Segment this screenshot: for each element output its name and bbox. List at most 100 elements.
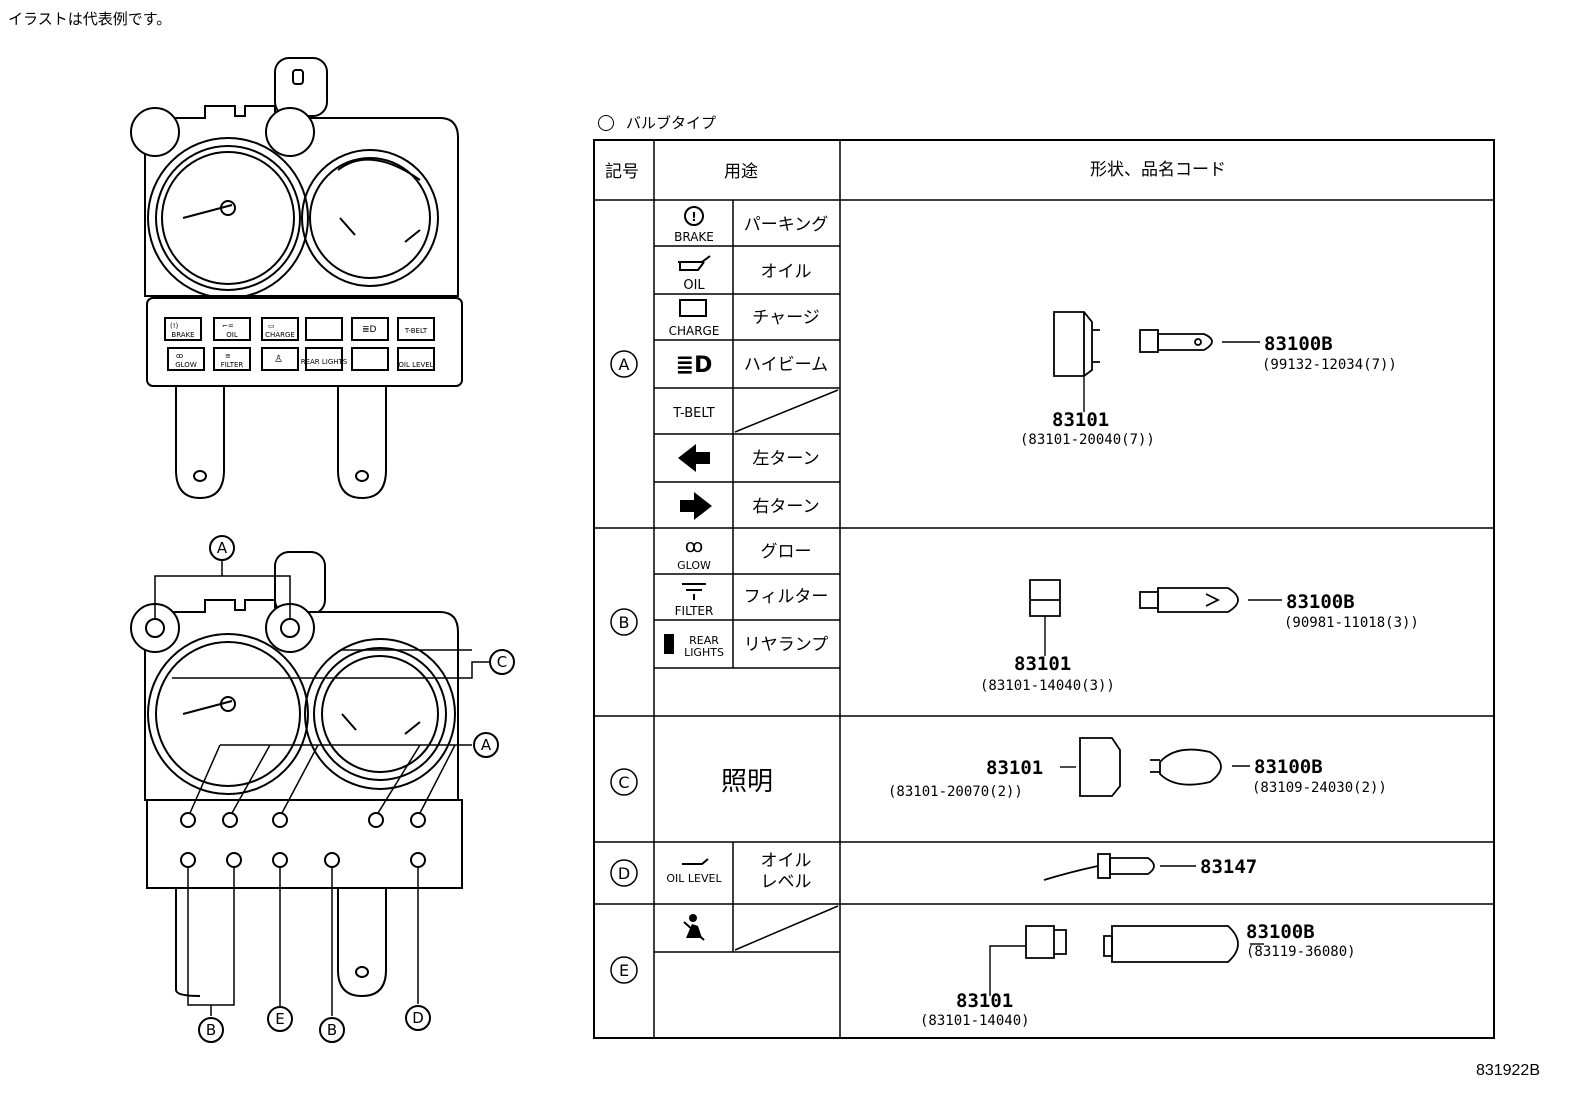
part-code: (99132-12034(7)): [1262, 357, 1397, 373]
part-number: 83101: [956, 990, 1013, 1012]
svg-text:⌐=: ⌐=: [222, 322, 234, 330]
usage-label: グロー: [761, 542, 812, 562]
left-turn-icon: [678, 444, 710, 472]
callout-b-right: [319, 1017, 345, 1043]
row-symbol: B: [619, 613, 630, 632]
callout-c: [489, 649, 515, 675]
svg-text:≣D: ≣D: [676, 353, 713, 378]
bulb-e-drawing: [1103, 925, 1264, 963]
legend-label: バルブタイプ: [626, 114, 717, 132]
header-shape: 形状、品名コード: [1090, 160, 1226, 180]
svg-text:♙: ♙: [274, 354, 283, 365]
row-symbol: D: [618, 864, 630, 883]
row-symbol: A: [619, 355, 630, 374]
oil-icon: OIL: [678, 255, 711, 293]
socket-a-drawing: [1053, 311, 1100, 412]
right-turn-icon: [680, 492, 712, 520]
part-number: 83101: [986, 757, 1043, 779]
usage-label: オイル: [761, 262, 812, 282]
row-symbol: E: [619, 961, 629, 980]
callout-a-top: [209, 535, 235, 561]
part-number: 83100B: [1254, 756, 1323, 778]
part-number: 83101: [1052, 409, 1109, 431]
svg-text:≣D: ≣D: [362, 325, 377, 335]
usage-label: ハイビーム: [744, 355, 828, 375]
part-code: (90981-11018(3)): [1284, 615, 1419, 631]
socket-e-drawing: [989, 925, 1067, 996]
row-symbol: C: [618, 773, 629, 792]
cluster-diagram: BRAKE OIL CHARGE T-BELT GLOW FILTER REAR…: [130, 57, 515, 1043]
callout-d: [405, 1005, 431, 1031]
panel-indicator: REAR LIGHTS: [301, 358, 348, 366]
bulb-a-drawing: [1139, 329, 1260, 353]
bulb-b-drawing: [1139, 587, 1282, 613]
seatbelt-icon: [683, 914, 705, 941]
header-usage: 用途: [724, 162, 758, 182]
panel-indicator: FILTER: [221, 361, 244, 369]
part-code: (83101-20070(2)): [888, 784, 1023, 800]
callout-a-right: [473, 732, 499, 758]
usage-label: フィルター: [744, 587, 829, 607]
svg-text:≡: ≡: [225, 352, 231, 360]
svg-text:OIL LEVEL: OIL LEVEL: [666, 872, 722, 885]
usage-label: リヤランプ: [744, 635, 829, 655]
svg-text:REAR: REAR: [689, 634, 719, 647]
part-code: (83101-14040): [920, 1013, 1030, 1029]
usage-label: チャージ: [752, 308, 820, 328]
part-code: (83109-24030(2)): [1252, 780, 1387, 796]
panel-indicator: OIL LEVEL: [398, 361, 433, 369]
part-code: (83101-20040(7)): [1020, 432, 1155, 448]
callout-letter: B: [206, 1021, 216, 1039]
socket-b-drawing: [1029, 579, 1061, 656]
battery-icon: CHARGE: [669, 299, 720, 338]
cluster-rear-view: [130, 551, 490, 1016]
svg-text:BRAKE: BRAKE: [674, 230, 714, 244]
panel-indicator: BRAKE: [171, 331, 194, 339]
bulb-c-drawing: [1150, 748, 1250, 786]
illustration-caption: イラストは代表例です。: [8, 10, 172, 28]
svg-text:▭: ▭: [268, 322, 275, 330]
panel-indicator: GLOW: [175, 361, 197, 369]
svg-text:ꝏ: ꝏ: [685, 536, 703, 557]
callout-e: [267, 1006, 293, 1032]
filter-icon: FILTER: [675, 583, 714, 618]
callout-letter: C: [497, 653, 507, 671]
high-beam-icon: ≣D: [676, 353, 713, 378]
callout-letter: A: [217, 539, 228, 557]
callout-letter: A: [481, 736, 492, 754]
svg-text:CHARGE: CHARGE: [669, 324, 720, 338]
rear-lights-icon: REAR LIGHTS: [664, 634, 724, 659]
part-number: 83101: [1014, 653, 1071, 675]
t-belt-label: T-BELT: [672, 406, 715, 421]
svg-text:GLOW: GLOW: [677, 559, 711, 572]
part-code: (83101-14040(3)): [980, 678, 1115, 694]
callout-letter: D: [412, 1009, 424, 1027]
svg-text:(!): (!): [170, 322, 179, 330]
callout-b-left: [198, 1017, 224, 1043]
svg-text:!: !: [691, 210, 696, 224]
brake-icon: ! BRAKE: [674, 206, 714, 244]
usage-label: 照明: [721, 767, 773, 797]
part-code: (83119-36080): [1246, 944, 1356, 960]
usage-label: レベル: [761, 872, 812, 892]
panel-indicator: CHARGE: [265, 331, 295, 339]
circle-icon: [598, 114, 614, 131]
socket-c-drawing: [1060, 737, 1121, 797]
cluster-front-view: [130, 57, 463, 500]
svg-text:FILTER: FILTER: [675, 604, 714, 618]
callout-letter: E: [275, 1010, 284, 1028]
panel-indicator: OIL: [226, 331, 238, 339]
glow-plug-icon: ꝏ GLOW: [677, 536, 711, 572]
bulb-d-drawing: [1043, 853, 1196, 881]
svg-text:OIL: OIL: [683, 278, 705, 293]
legend: バルブタイプ: [598, 112, 716, 133]
callout-letter: B: [327, 1021, 337, 1039]
panel-indicator: T-BELT: [404, 327, 428, 335]
svg-text:ꝏ: ꝏ: [176, 352, 183, 360]
oil-level-icon: OIL LEVEL: [666, 858, 722, 885]
usage-label: 左ターン: [752, 449, 819, 469]
usage-label: パーキング: [744, 215, 829, 235]
svg-text:LIGHTS: LIGHTS: [684, 646, 724, 659]
usage-label: 右ターン: [752, 497, 819, 517]
